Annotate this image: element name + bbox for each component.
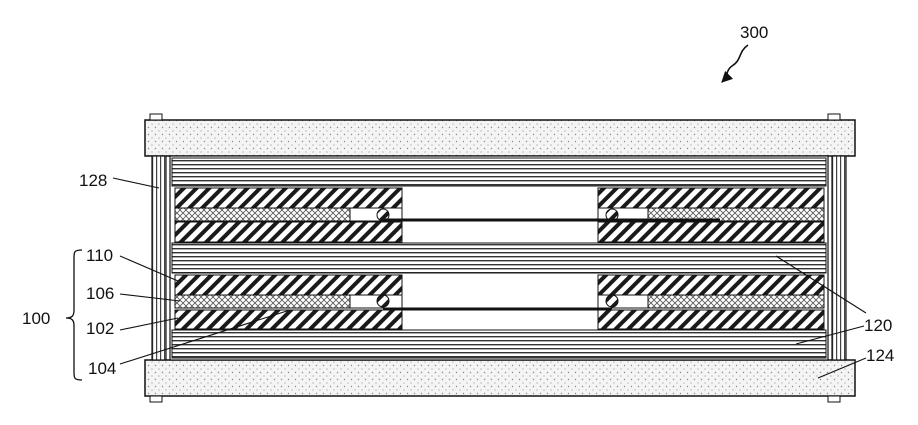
upper-106-left: [175, 208, 350, 221]
label-102: 102: [86, 319, 114, 338]
ref-300: 300: [722, 23, 768, 82]
lower-seal-left: [377, 295, 389, 307]
lower-seal-right: [606, 295, 618, 307]
lower-106-left: [175, 295, 350, 308]
bracket-100: [66, 250, 82, 380]
lower-106-right: [648, 295, 824, 308]
lower-gap-left: [350, 295, 402, 308]
bipolar-plate-middle: [172, 243, 826, 273]
upper-110-left: [175, 188, 402, 208]
tie-rod-right: [832, 156, 846, 360]
lower-110-left: [175, 275, 402, 295]
label-110: 110: [86, 246, 113, 265]
label-120: 120: [864, 316, 892, 335]
top-end-plate: [145, 120, 855, 156]
upper-102-right: [598, 222, 824, 242]
bipolar-plate-bottom: [172, 330, 826, 358]
label-128: 128: [79, 171, 107, 190]
label-106: 106: [86, 284, 114, 303]
bottom-end-plate: [145, 360, 855, 396]
label-300: 300: [740, 23, 768, 42]
top-left-nut: [150, 114, 162, 120]
label-100-group: 100: [22, 309, 50, 328]
lower-110-right: [598, 275, 824, 295]
bipolar-plate-top: [172, 158, 826, 186]
label-104: 104: [88, 359, 116, 378]
bottom-left-nut: [150, 396, 162, 402]
label-128-group: 128: [79, 171, 159, 190]
upper-110-right: [598, 188, 824, 208]
upper-102-left: [175, 222, 402, 242]
label-100: 100: [22, 309, 50, 328]
label-124: 124: [866, 346, 894, 365]
lower-102-left: [175, 310, 402, 329]
lower-gap-right: [598, 295, 648, 308]
bottom-right-nut: [828, 396, 840, 402]
top-right-nut: [828, 114, 840, 120]
lower-102-right: [598, 310, 824, 329]
